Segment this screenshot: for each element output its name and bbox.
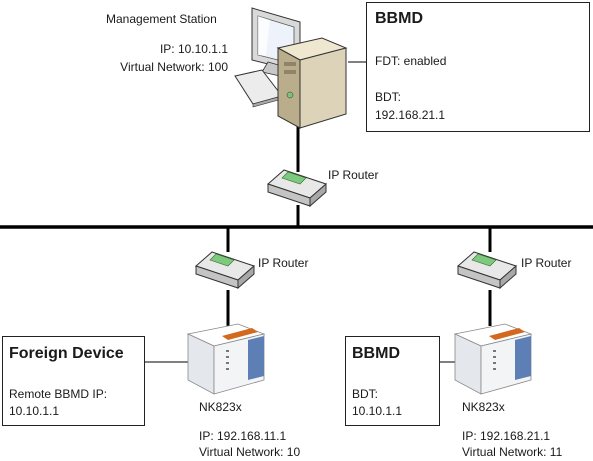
management-station-title: Management Station — [106, 12, 217, 26]
device-right-icon — [453, 323, 533, 395]
router-right-icon — [457, 251, 517, 290]
device-right-virtual-network: Virtual Network: 11 — [462, 445, 563, 459]
bbmd-bottom-bdt-label: BDT: — [352, 387, 379, 401]
device-right-name: NK823x — [462, 400, 505, 414]
router-right-label: IP Router — [521, 256, 572, 270]
device-left-name: NK823x — [199, 400, 242, 414]
device-right-ip: IP: 192.168.21.1 — [462, 429, 551, 443]
bbmd-top-bdt-value: 192.168.21.1 — [375, 108, 446, 122]
bbmd-top-bdt-label: BDT: — [375, 90, 402, 104]
foreign-device-box: Foreign Device Remote BBMD IP: 10.10.1.1 — [2, 336, 145, 426]
management-station-ip: IP: 10.10.1.1 — [159, 42, 228, 56]
router-top-icon — [267, 169, 327, 208]
management-station-virtual-network: Virtual Network: 100 — [120, 60, 228, 74]
bbmd-top-title: BBMD — [375, 10, 423, 27]
bbmd-top-box: BBMD FDT: enabled BDT: 192.168.21.1 — [366, 2, 590, 132]
router-top-label: IP Router — [328, 168, 379, 182]
device-left-virtual-network: Virtual Network: 10 — [199, 445, 301, 459]
device-left-ip: IP: 192.168.11.1 — [199, 429, 287, 443]
foreign-device-remote-label: Remote BBMD IP: — [9, 387, 108, 401]
bbmd-bottom-box: BBMD BDT: 10.10.1.1 — [345, 336, 440, 426]
device-left-icon — [186, 323, 266, 395]
foreign-device-title: Foreign Device — [9, 345, 124, 362]
foreign-device-remote-value: 10.10.1.1 — [9, 404, 60, 418]
bbmd-bottom-title: BBMD — [352, 345, 400, 362]
bbmd-bottom-bdt-value: 10.10.1.1 — [352, 404, 403, 418]
router-left-label: IP Router — [258, 256, 309, 270]
router-left-icon — [195, 251, 255, 290]
bbmd-top-fdt: FDT: enabled — [375, 54, 447, 68]
